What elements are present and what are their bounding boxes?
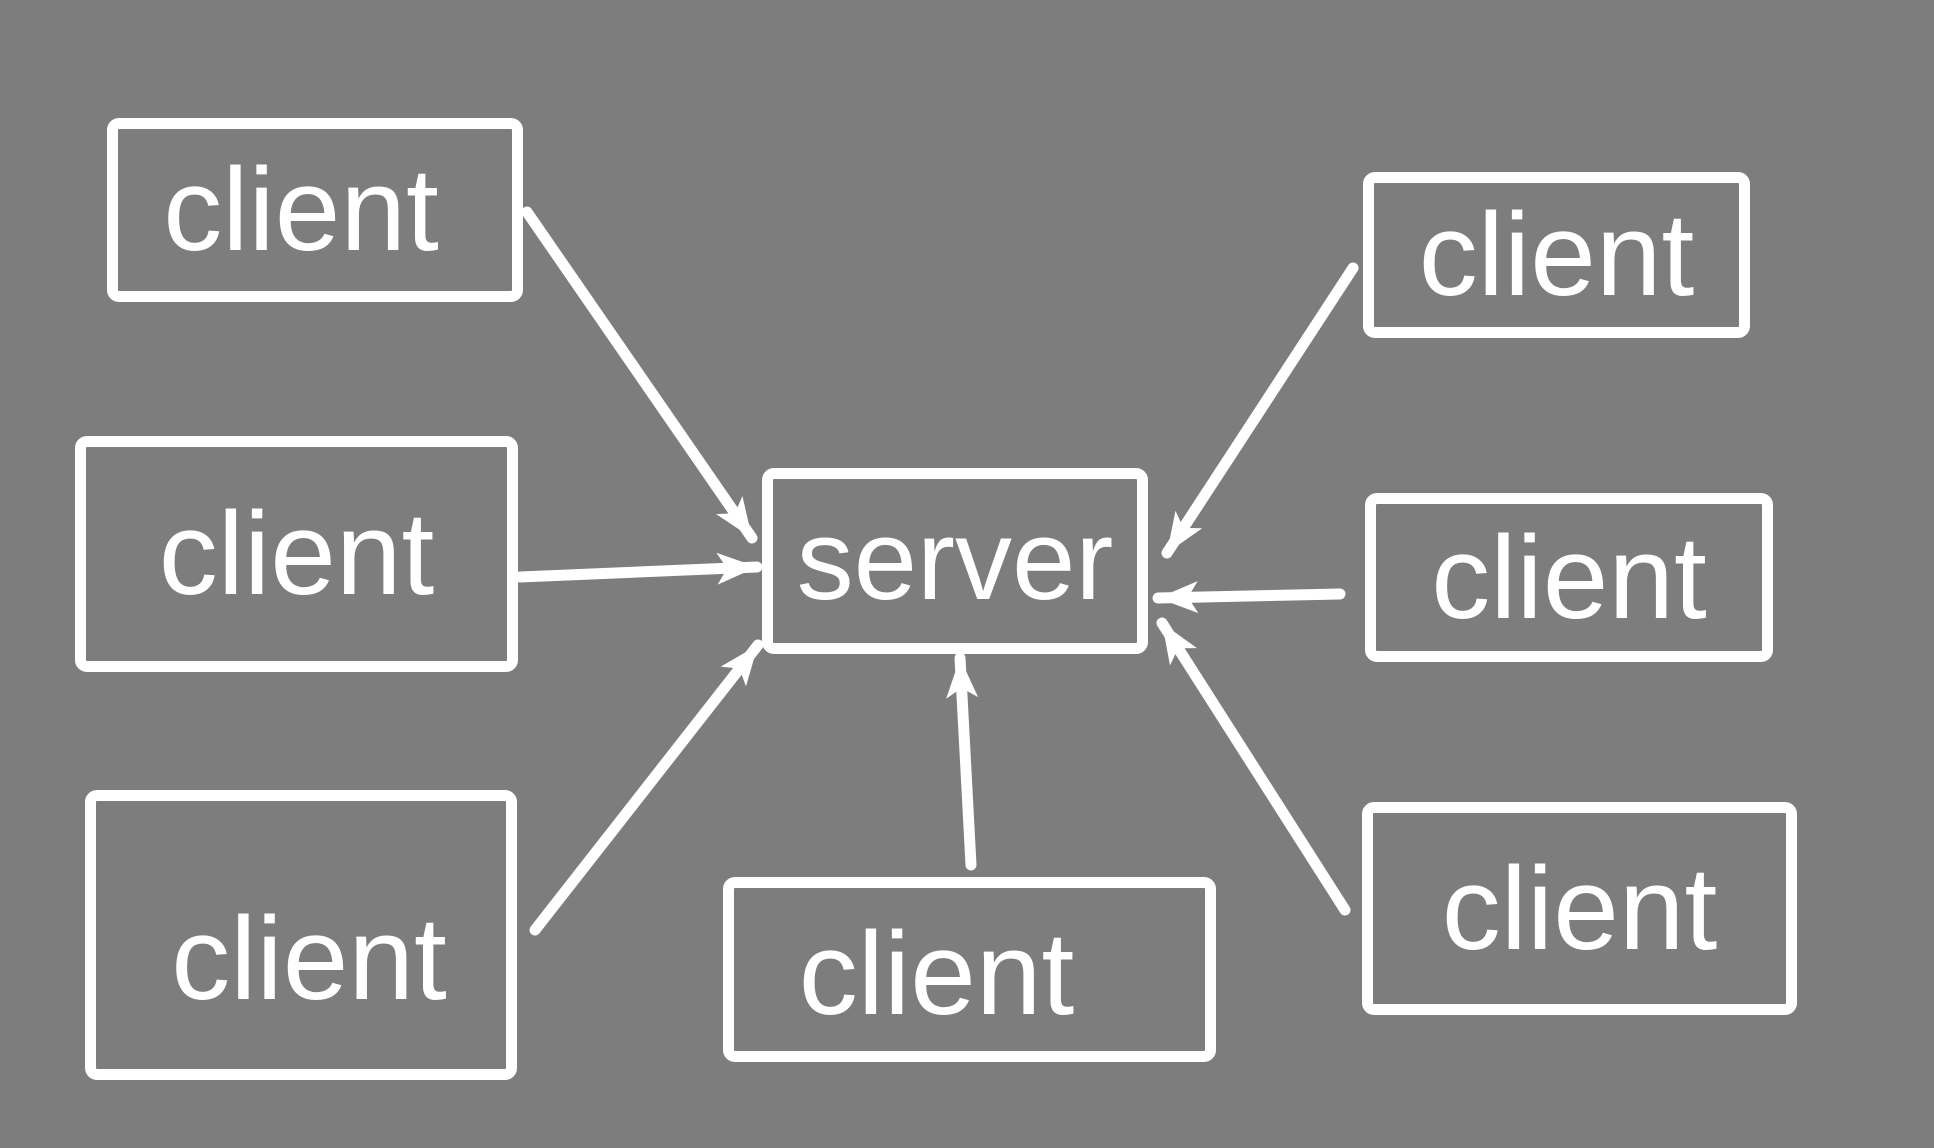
server-box: server bbox=[762, 468, 1148, 654]
client-top-right-label: client bbox=[1418, 189, 1695, 321]
client-bottom-right-box: client bbox=[1362, 802, 1797, 1015]
client-bottom-center-box: client bbox=[723, 877, 1216, 1062]
client-mid-right-label: client bbox=[1431, 511, 1707, 644]
edge-client-bottom-left-to-server bbox=[529, 639, 764, 936]
edge-client-mid-right-to-server bbox=[1152, 581, 1346, 614]
client-top-right-box: client bbox=[1363, 172, 1750, 338]
client-bottom-left-label: client bbox=[171, 893, 447, 1025]
client-mid-left-label: client bbox=[158, 488, 435, 620]
server-label: server bbox=[796, 497, 1114, 624]
edge-client-bottom-right-to-server bbox=[1156, 617, 1351, 916]
edge-client-mid-left-to-server bbox=[514, 552, 763, 585]
edge-client-bottom-center-to-server bbox=[946, 652, 979, 871]
edge-client-top-right-to-server bbox=[1161, 262, 1359, 559]
client-mid-right-box: client bbox=[1365, 493, 1773, 662]
edge-client-top-left-to-server bbox=[521, 206, 758, 544]
client-bottom-left-box: client bbox=[85, 790, 517, 1080]
client-top-left-label: client bbox=[163, 144, 439, 276]
client-mid-left-box: client bbox=[75, 436, 518, 672]
client-top-left-box: client bbox=[107, 118, 523, 302]
client-bottom-center-label: client bbox=[798, 907, 1075, 1040]
client-bottom-right-label: client bbox=[1441, 842, 1718, 975]
